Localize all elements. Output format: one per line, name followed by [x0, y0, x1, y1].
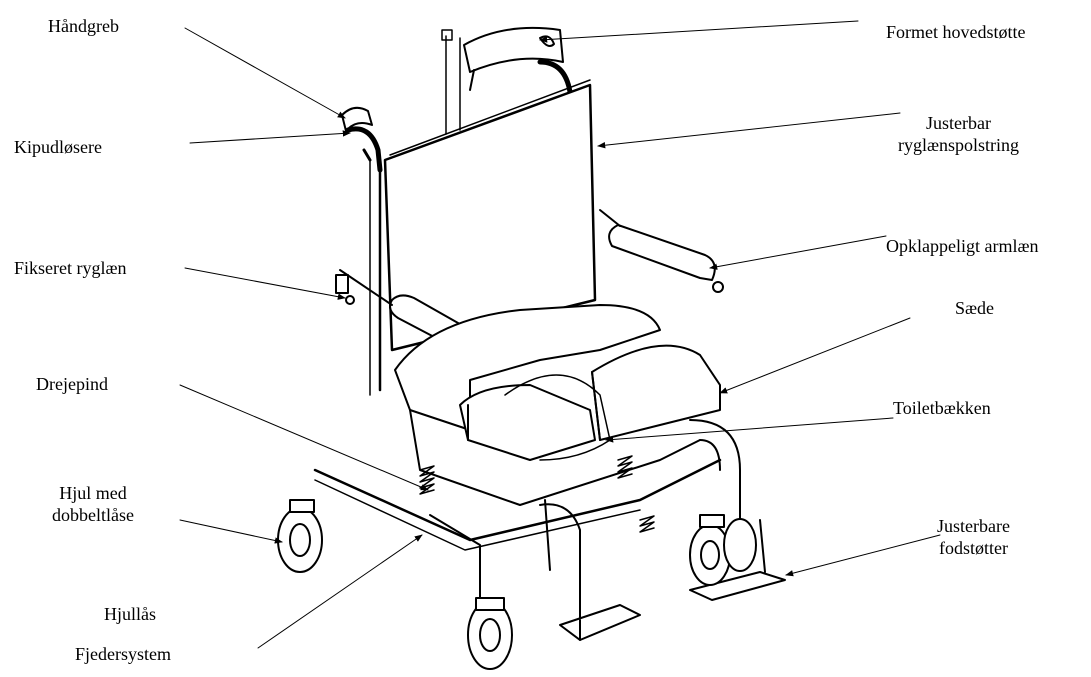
label-hjul-line2: dobbeltlåse [52, 505, 134, 525]
label-formet-hovedstotte: Formet hovedstøtte [886, 22, 1026, 42]
label-handgreb: Håndgreb [48, 16, 119, 36]
callout-hjul [179, 519, 283, 544]
label-saede: Sæde [955, 298, 995, 318]
label-kipudlosere: Kipudløsere [14, 137, 102, 157]
callout-lines [179, 20, 941, 649]
label-justerbar-ryglaenspolstring: Justerbar ryglænspolstring [898, 112, 1019, 156]
label-hjul-med-dobbeltlase: Hjul med dobbeltlåse [52, 482, 134, 526]
callout-kipudlosere [189, 130, 351, 144]
footrests [559, 519, 786, 641]
label-drejepind: Drejepind [36, 374, 108, 394]
callout-fjedersystem [257, 534, 423, 649]
armrest-right [599, 209, 724, 293]
wheels [277, 499, 757, 670]
frame [313, 409, 741, 621]
callout-justerbar-ryglaenspolstring [597, 112, 901, 149]
label-fodstotter-line1: Justerbare [937, 516, 1010, 536]
callout-formet-hovedstotte [539, 20, 859, 43]
callout-fikseret-ryglaen [184, 267, 346, 300]
label-fjedersystem: Fjedersystem [75, 644, 171, 664]
label-justerbar-line1: Justerbar [926, 113, 991, 133]
spring-system [419, 455, 655, 533]
label-fikseret-ryglaen: Fikseret ryglæn [14, 258, 127, 278]
label-justerbar-line2: ryglænspolstring [898, 135, 1020, 155]
label-toiletbakken: Toiletbækken [893, 398, 991, 418]
headrest [441, 26, 573, 135]
callout-opklappeligt-armlaen [709, 235, 887, 270]
handgrip [341, 106, 383, 173]
label-hjullas: Hjullås [104, 604, 156, 624]
callout-handgreb [184, 27, 346, 119]
callout-saede [719, 317, 911, 394]
callout-fodstotter [785, 534, 941, 577]
label-opklappeligt-armlaen: Opklappeligt armlæn [886, 236, 1039, 256]
label-fodstotter-line2: fodstøtter [938, 538, 1008, 558]
callout-drejepind [179, 384, 429, 491]
label-justerbare-fodstotter: Justerbare fodstøtter [937, 515, 1010, 559]
back-panel [369, 79, 597, 396]
seat [394, 304, 721, 461]
label-hjul-line1: Hjul med [59, 483, 127, 503]
callout-toiletbakken [605, 417, 894, 443]
